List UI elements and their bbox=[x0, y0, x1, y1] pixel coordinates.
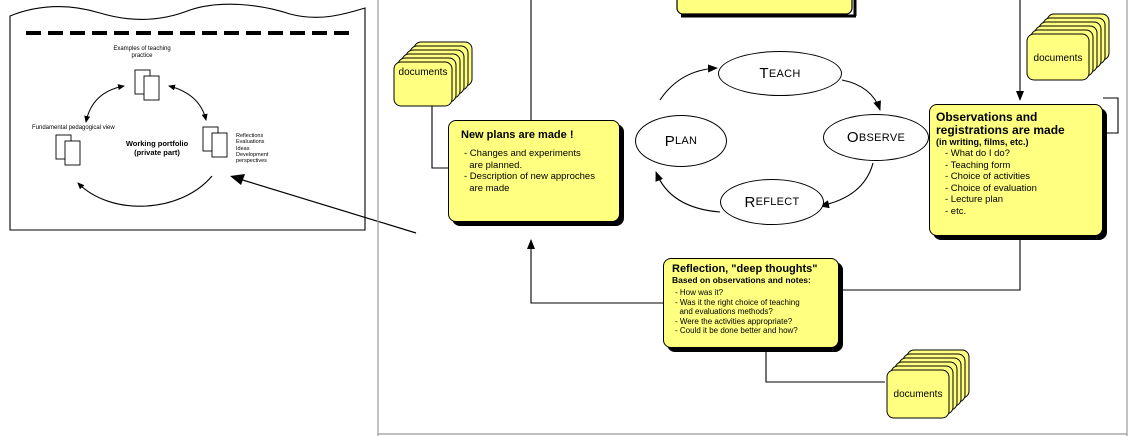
flow-reflection-to-new-plans bbox=[527, 239, 663, 304]
observations-item: - What do I do? bbox=[945, 148, 1010, 159]
top-yellow-box bbox=[676, 0, 853, 15]
cycle-arrow-reflect-to-plan bbox=[655, 171, 721, 213]
observations-list: - What do I do? - Teaching form - Choice… bbox=[936, 148, 1096, 217]
observations-item: - Choice of evaluation bbox=[945, 182, 1037, 194]
portfolio-arrow-bottom bbox=[77, 175, 213, 207]
portfolio-reflections-item: Development perspectives bbox=[236, 151, 269, 165]
new-plans-box: New plans are made ! - Changes and exper… bbox=[448, 120, 620, 222]
documents-right-label: documents bbox=[1033, 53, 1083, 64]
cycle-teach-first: T bbox=[759, 65, 769, 82]
observations-item: - etc. bbox=[945, 205, 967, 217]
documents-stack-bottom bbox=[886, 349, 970, 419]
cycle-reflect-rest: EFLECT bbox=[755, 196, 800, 208]
cycle-arrow-teach-to-observe bbox=[841, 79, 881, 111]
observations-box: Observations and registrations are made … bbox=[929, 104, 1103, 236]
observations-title-line2: registrations are made bbox=[936, 123, 1065, 137]
portfolio-sheet bbox=[9, 3, 366, 231]
portfolio-reflections-item: Evaluations bbox=[236, 139, 265, 146]
new-plans-item: are made bbox=[464, 182, 510, 194]
link-observations-docs bbox=[1103, 97, 1119, 134]
portfolio-arrow-right bbox=[168, 84, 208, 121]
portfolio-link-arrow bbox=[235, 177, 417, 234]
reflection-box: Reflection, "deep thoughts" Based on obs… bbox=[663, 258, 839, 348]
portfolio-reflections-item: Ideas bbox=[236, 145, 250, 152]
portfolio-arrow-left bbox=[84, 84, 125, 123]
observations-subtitle: (in writing, films, etc.) bbox=[936, 137, 1029, 147]
cycle-observe-rest: BSERVE bbox=[858, 131, 906, 144]
portfolio-reflections-list: Reflections Evaluations Ideas Developmen… bbox=[236, 133, 296, 164]
portfolio-title: Working portfolio (private part) bbox=[112, 139, 202, 157]
observations-title: Observations and registrations are made bbox=[936, 111, 1096, 137]
link-new-plans-docs bbox=[431, 99, 448, 169]
observations-item: - Teaching form bbox=[945, 159, 1011, 171]
mini-doc-right bbox=[202, 126, 228, 158]
mini-doc-left bbox=[55, 134, 81, 166]
cycle-plan-first: P bbox=[664, 132, 675, 150]
cycle-teach-rest: EACH bbox=[768, 67, 801, 80]
portfolio-fundamental-label: Fundamental pedagogical view bbox=[32, 125, 115, 131]
new-plans-item: - Description of new approches bbox=[464, 171, 595, 182]
reflection-item: and evaluations methods? bbox=[675, 307, 773, 317]
flow-observations-to-reflection bbox=[820, 238, 1021, 294]
documents-left-label: documents bbox=[398, 67, 448, 78]
observations-title-line1: Observations and bbox=[936, 110, 1038, 124]
portfolio-reflections-item: Reflections bbox=[236, 133, 264, 139]
cycle-arrow-plan-to-teach bbox=[659, 64, 718, 101]
documents-bottom-label: documents bbox=[893, 389, 943, 400]
reflection-item: - Was it the right choice of teaching bbox=[675, 297, 800, 307]
new-plans-item: are planned. bbox=[464, 159, 523, 171]
new-plans-item: - Changes and experiments bbox=[464, 148, 581, 159]
observations-item: - Lecture plan bbox=[945, 194, 1004, 205]
new-plans-list: - Changes and experiments are planned. -… bbox=[461, 148, 611, 194]
portfolio-examples-label: Examples of teaching practice bbox=[113, 46, 171, 59]
cycle-arrow-observe-to-reflect bbox=[819, 162, 874, 209]
reflection-item: - Were the activities appropriate? bbox=[675, 316, 793, 326]
documents-stack-left bbox=[393, 41, 473, 107]
documents-stack-right bbox=[1026, 13, 1110, 81]
reflection-item: - How was it? bbox=[675, 288, 724, 297]
cycle-plan-rest: LAN bbox=[675, 135, 698, 147]
reflection-item: - Could it be done better and how? bbox=[675, 326, 798, 336]
mini-doc-top bbox=[134, 69, 160, 101]
portfolio-title-line2: (private part) bbox=[134, 148, 180, 157]
portfolio-title-line1: Working portfolio bbox=[125, 139, 189, 148]
new-plans-title: New plans are made ! bbox=[461, 129, 574, 141]
reflection-list: - How was it? - Was it the right choice … bbox=[672, 288, 832, 336]
reflection-title: Reflection, "deep thoughts" bbox=[672, 263, 818, 275]
portfolio-link-arrowhead bbox=[230, 174, 245, 185]
cycle-observe-first: O bbox=[846, 129, 859, 146]
observations-item: - Choice of activities bbox=[945, 171, 1031, 182]
reflection-subtitle: Based on observations and notes: bbox=[672, 275, 811, 285]
cycle-reflect-first: R bbox=[744, 193, 756, 211]
flow-reflection-to-docs bbox=[765, 348, 885, 383]
